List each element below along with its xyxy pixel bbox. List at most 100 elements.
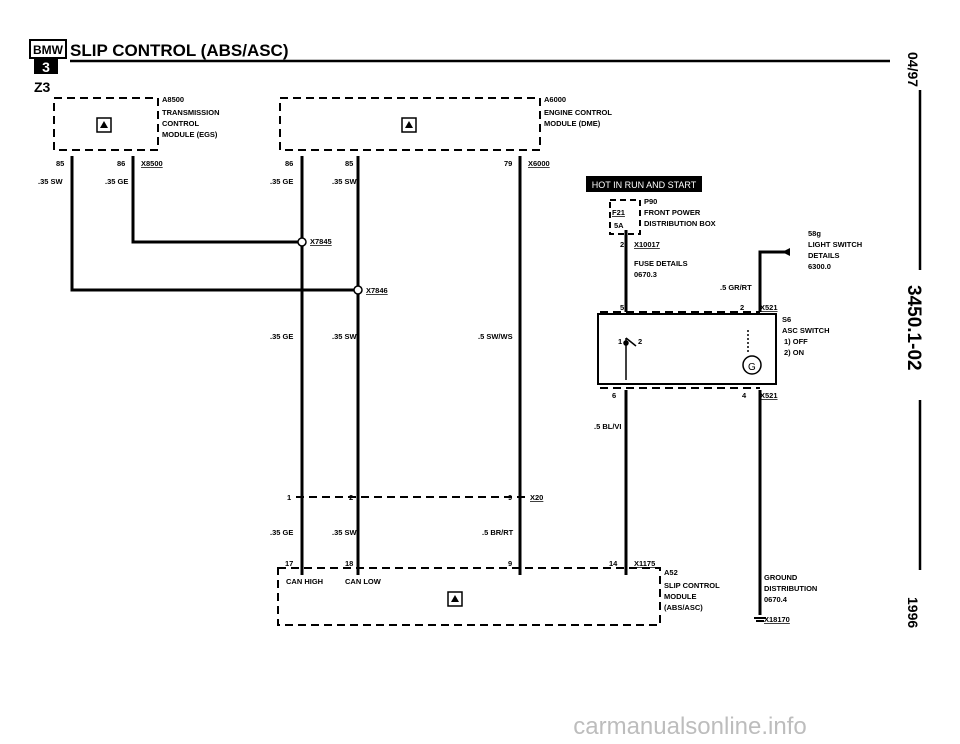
connector-x8500: X8500 (141, 159, 163, 168)
f21-box (609, 199, 641, 235)
pin-86-a8500: 86 (117, 159, 125, 168)
series-label: 3 (42, 59, 50, 75)
wire-label-35sw-3: .35 SW (332, 332, 358, 341)
page-title: SLIP CONTROL (ABS/ASC) (70, 41, 289, 60)
pin-9-x20: 9 (508, 493, 512, 502)
pin-17-a52: 17 (285, 559, 293, 568)
wire-label-5grrt: .5 GR/RT (720, 283, 752, 292)
s6-name: ASC SWITCH (782, 326, 830, 335)
brand-label: BMW (33, 43, 64, 57)
fuse-f21: F21 (612, 208, 625, 217)
a8500-line3: MODULE (EGS) (162, 130, 218, 139)
pin-4-s6: 4 (742, 391, 747, 400)
side-year: 1996 (905, 597, 921, 628)
connector-x521-top: X521 (760, 303, 778, 312)
light-switch-line3: 6300.0 (808, 262, 831, 271)
pin-9-a52: 9 (508, 559, 512, 568)
connector-x7845: X7845 (310, 237, 332, 246)
wire-label-35ge-3: .35 GE (270, 332, 293, 341)
ground-connector-x18170: X18170 (764, 615, 790, 624)
pin-6-s6: 6 (612, 391, 616, 400)
connector-x521-bottom: X521 (760, 391, 778, 400)
connector-x1175: X1175 (634, 559, 655, 568)
module-icon (96, 117, 463, 607)
a8500-box (53, 97, 159, 151)
connector-x20: X20 (530, 493, 543, 502)
arrow-icon (782, 248, 790, 256)
asc-switch-symbol: G (623, 330, 762, 380)
pin-79-a6000: 79 (504, 159, 512, 168)
a52-id: A52 (664, 568, 678, 577)
ground-line3: 0670.4 (764, 595, 788, 604)
a8500-line1: TRANSMISSION (162, 108, 220, 117)
side-bar: 04/97 3450.1-02 1996 (903, 52, 924, 628)
pin-2-s6: 2 (740, 303, 744, 312)
wire-label-35sw-4: .35 SW (332, 528, 358, 537)
wire-label-35sw-2: .35 SW (332, 177, 358, 186)
wire-label-35ge-1: .35 GE (105, 177, 128, 186)
light-switch-line2: DETAILS (808, 251, 840, 260)
watermark: carmanualsonline.info (573, 713, 806, 740)
a8500-id: A8500 (162, 95, 184, 104)
pin-14-a52: 14 (609, 559, 618, 568)
a52-line1: SLIP CONTROL (664, 581, 720, 590)
wire-35ge-a8500 (131, 156, 302, 244)
can-high-label: CAN HIGH (286, 577, 323, 586)
ground-line2: DISTRIBUTION (764, 584, 817, 593)
p90-line2: DISTRIBUTION BOX (644, 219, 716, 228)
pin-85-a8500: 85 (56, 159, 64, 168)
fuse-details-line2: 0670.3 (634, 270, 657, 279)
p90-line1: FRONT POWER (644, 208, 701, 217)
wire-5grrt (758, 250, 790, 312)
svg-text:G: G (748, 362, 756, 373)
a6000-line1: ENGINE CONTROL (544, 108, 612, 117)
s6-option-off: 1) OFF (784, 337, 808, 346)
a6000-line2: MODULE (DME) (544, 119, 601, 128)
switch-pos-2: 2 (638, 337, 642, 346)
header: BMW 3 SLIP CONTROL (ABS/ASC) Z3 (29, 39, 890, 95)
a8500-line2: CONTROL (162, 119, 199, 128)
s6-id: S6 (782, 315, 791, 324)
x7846-splice (353, 285, 363, 295)
hot-in-run-label: HOT IN RUN AND START (592, 180, 697, 190)
x7845-splice (297, 237, 307, 247)
light-switch-line1: LIGHT SWITCH (808, 240, 862, 249)
a6000-id: A6000 (544, 95, 566, 104)
switch-pos-1: 1 (618, 337, 622, 346)
wire-label-5brrt: .5 BR/RT (482, 528, 514, 537)
a52-line2: MODULE (664, 592, 697, 601)
wire-label-35sw-1: .35 SW (38, 177, 64, 186)
pin-2-x20: 2 (349, 493, 353, 502)
side-page-number: 3450.1-02 (903, 285, 924, 371)
ground-icon (754, 617, 766, 622)
fuse-amps: 5A (614, 221, 624, 230)
fuse-details-line1: FUSE DETAILS (634, 259, 688, 268)
p90-id: P90 (644, 197, 657, 206)
wire-label-5blvi: .5 BL/VI (594, 422, 622, 431)
ground-line1: GROUND (764, 573, 798, 582)
pin-2-x10017: 2 (620, 240, 624, 249)
s6-option-on: 2) ON (784, 348, 804, 357)
connector-x7846: X7846 (366, 286, 388, 295)
connector-x10017: X10017 (634, 240, 660, 249)
series-badge (34, 58, 58, 74)
pin-1-x20: 1 (287, 493, 291, 502)
wire-label-5swws: .5 SW/WS (478, 332, 513, 341)
a52-line3: (ABS/ASC) (664, 603, 703, 612)
light-switch-id: 58g (808, 229, 821, 238)
pin-18-a52: 18 (345, 559, 353, 568)
wire-35sw-a8500 (70, 156, 358, 292)
wire-label-35ge-4: .35 GE (270, 528, 293, 537)
pin-86-a6000: 86 (285, 159, 293, 168)
pin-5-s6: 5 (620, 303, 624, 312)
s6-box (597, 313, 777, 385)
model-label: Z3 (34, 79, 51, 95)
pin-85-a6000: 85 (345, 159, 353, 168)
wire-label-35ge-2: .35 GE (270, 177, 293, 186)
a52-box (277, 567, 661, 626)
connector-x6000: X6000 (528, 159, 550, 168)
can-low-label: CAN LOW (345, 577, 382, 586)
hot-in-run-badge (586, 176, 702, 192)
a6000-box (279, 97, 541, 151)
